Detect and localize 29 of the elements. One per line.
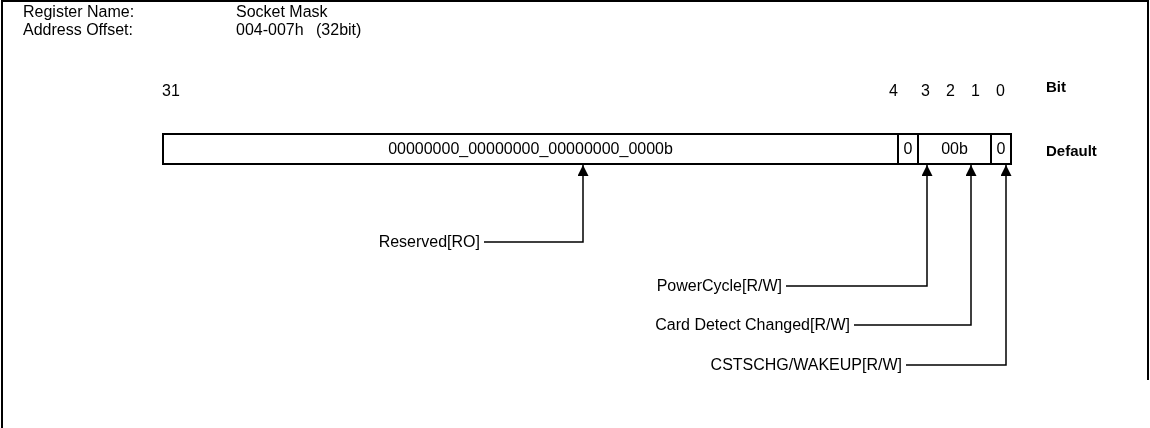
bit-number: 0	[996, 82, 1005, 100]
default-value: 0	[996, 140, 1006, 158]
register-field-cell	[917, 133, 992, 165]
field-name: Card Detect Changed[R/W]	[655, 316, 850, 334]
address-offset: 004-007h	[236, 21, 304, 39]
leader-arrow	[853, 164, 977, 326]
default-value: 0	[903, 140, 913, 158]
register-field-cell	[990, 133, 1012, 165]
leader-arrow	[785, 164, 933, 287]
field-name: PowerCycle[R/W]	[656, 277, 782, 295]
bit-number: 3	[921, 82, 930, 100]
row-label: Default	[1046, 142, 1097, 160]
leader-arrow	[483, 164, 589, 243]
default-value: 00000000_00000000_00000000_0000b	[388, 140, 673, 158]
default-value: 00b	[941, 140, 968, 158]
register-field-cell	[162, 133, 899, 165]
field-label: Register Name:	[23, 3, 135, 21]
bit-number: 1	[971, 82, 980, 100]
bit-number: 2	[946, 82, 955, 100]
bit-number: 4	[889, 82, 898, 100]
leader-arrow	[905, 164, 1012, 366]
field-name: Reserved[RO]	[378, 233, 480, 251]
bit-number: 31	[162, 82, 180, 100]
field-label: Address Offset:	[23, 21, 133, 39]
register-width: (32bit)	[316, 21, 362, 39]
register-field-cell	[897, 133, 919, 165]
field-name: CSTSCHG/WAKEUP[R/W]	[710, 356, 902, 374]
row-label: Bit	[1046, 78, 1066, 96]
register-name: Socket Mask	[236, 3, 328, 21]
